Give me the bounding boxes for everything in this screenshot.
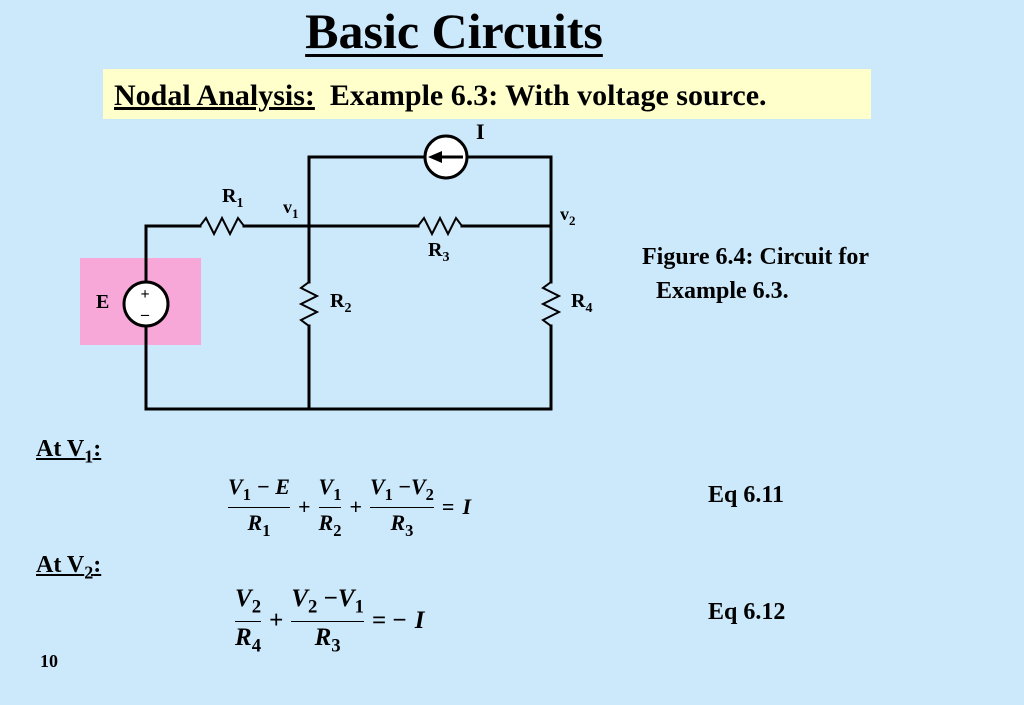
node2-heading: At V2: <box>36 552 102 583</box>
label-r2: R2 <box>330 290 351 316</box>
equation-6-11: V1 − E R1 + V1 R2 + V1 −V2 R3 = I <box>228 474 472 540</box>
slide-title: Basic Circuits <box>305 3 603 59</box>
label-current-i: I <box>476 119 485 144</box>
label-v1: v1 <box>283 197 299 221</box>
eq1-term-3: V1 −V2 R3 <box>369 474 434 540</box>
resistor-r1 <box>198 215 246 237</box>
label-r1: R1 <box>222 185 243 211</box>
node1-heading: At V1: <box>36 436 102 467</box>
label-r3: R3 <box>428 239 449 265</box>
label-r4: R4 <box>571 290 592 316</box>
eq1-term-2: V1 R2 <box>318 474 342 540</box>
resistor-r3 <box>416 215 464 237</box>
caption-line-1: Figure 6.4: Circuit for <box>642 244 870 270</box>
current-arrow-icon <box>428 151 442 163</box>
equation-6-12: V2 R4 + V2 −V1 R3 = − I <box>235 585 425 657</box>
eq1-term-1: V1 − E R1 <box>228 474 290 540</box>
page-number: 10 <box>40 651 58 671</box>
subtitle-text: Example 6.3: With voltage source. <box>329 79 767 112</box>
figure-caption: Figure 6.4: Circuit for Example 6.3. <box>642 240 869 308</box>
eq-ref-6-11: Eq 6.11 <box>708 482 785 508</box>
resistor-r2 <box>298 280 320 328</box>
voltage-source <box>122 280 170 328</box>
subtitle-highlight <box>103 69 871 119</box>
subtitle-topic: Nodal Analysis: <box>114 79 315 112</box>
eq2-rhs: I <box>414 607 425 635</box>
eq2-term-1: V2 R4 <box>235 585 262 657</box>
caption-line-2: Example 6.3. <box>656 278 789 304</box>
resistor-r4 <box>540 280 562 328</box>
subtitle: Nodal Analysis: Example 6.3: With voltag… <box>114 79 767 113</box>
minus-sign: – <box>140 306 150 323</box>
eq-ref-6-12: Eq 6.12 <box>708 599 786 625</box>
eq2-term-2: V2 −V1 R3 <box>291 585 364 657</box>
eq1-rhs: I <box>462 494 472 520</box>
plus-sign: + <box>140 286 149 303</box>
label-e: E <box>96 291 109 313</box>
label-v2: v2 <box>560 204 576 228</box>
